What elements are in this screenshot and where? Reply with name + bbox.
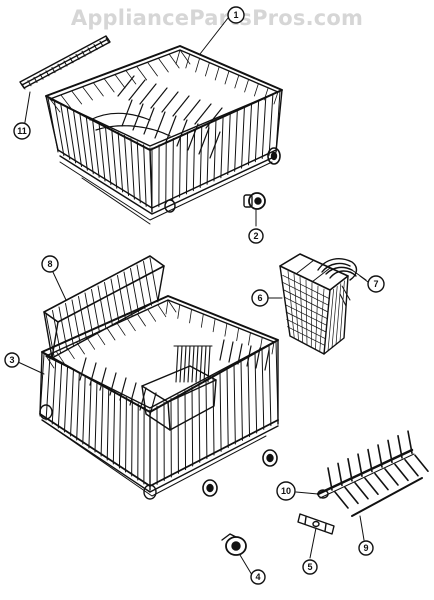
silverware-basket <box>279 253 351 355</box>
lower-rack-wheel <box>221 533 253 576</box>
callout-number: 2 <box>253 231 258 241</box>
callout-circle <box>250 569 266 585</box>
basket-handle <box>317 258 367 281</box>
callout-circle <box>13 122 31 140</box>
callout-circle <box>367 275 385 293</box>
callout-markers: 1 2 3 4 5 6 7 8 9 10 11 <box>4 6 385 585</box>
upper-rack-wheel <box>243 192 266 227</box>
callout-circle <box>248 228 264 244</box>
callout-circle <box>276 481 296 501</box>
tine-row <box>316 430 429 517</box>
watermark: AppliancePartsPros.com <box>70 6 364 30</box>
callout-1: 1 <box>227 6 245 24</box>
callout-number: 3 <box>9 355 14 365</box>
callout-5: 5 <box>302 559 318 575</box>
upper-rack <box>45 45 283 225</box>
callout-3: 3 <box>4 352 20 368</box>
callout-11: 11 <box>13 122 31 140</box>
callout-number: 11 <box>17 126 27 136</box>
callout-6: 6 <box>251 289 269 307</box>
callout-number: 8 <box>47 259 52 269</box>
callout-10: 10 <box>276 481 296 501</box>
callout-4: 4 <box>250 569 266 585</box>
callout-circle <box>358 540 374 556</box>
lower-rack <box>39 295 279 500</box>
tine-clip <box>297 513 335 535</box>
callout-number: 9 <box>363 543 368 553</box>
callout-number: 6 <box>257 293 262 303</box>
callout-circle <box>227 6 245 24</box>
callout-circle <box>302 559 318 575</box>
callout-9: 9 <box>358 540 374 556</box>
callout-7: 7 <box>367 275 385 293</box>
callout-number: 7 <box>373 279 378 289</box>
callout-8: 8 <box>41 255 59 273</box>
cup-shelf <box>19 35 111 90</box>
callout-circle <box>41 255 59 273</box>
callout-number: 5 <box>307 562 312 572</box>
leader-lines <box>17 17 369 559</box>
callout-number: 10 <box>281 486 291 496</box>
callout-number: 4 <box>255 572 260 582</box>
callout-circle <box>251 289 269 307</box>
callout-circle <box>4 352 20 368</box>
callout-number: 1 <box>233 10 238 20</box>
callout-2: 2 <box>248 228 264 244</box>
